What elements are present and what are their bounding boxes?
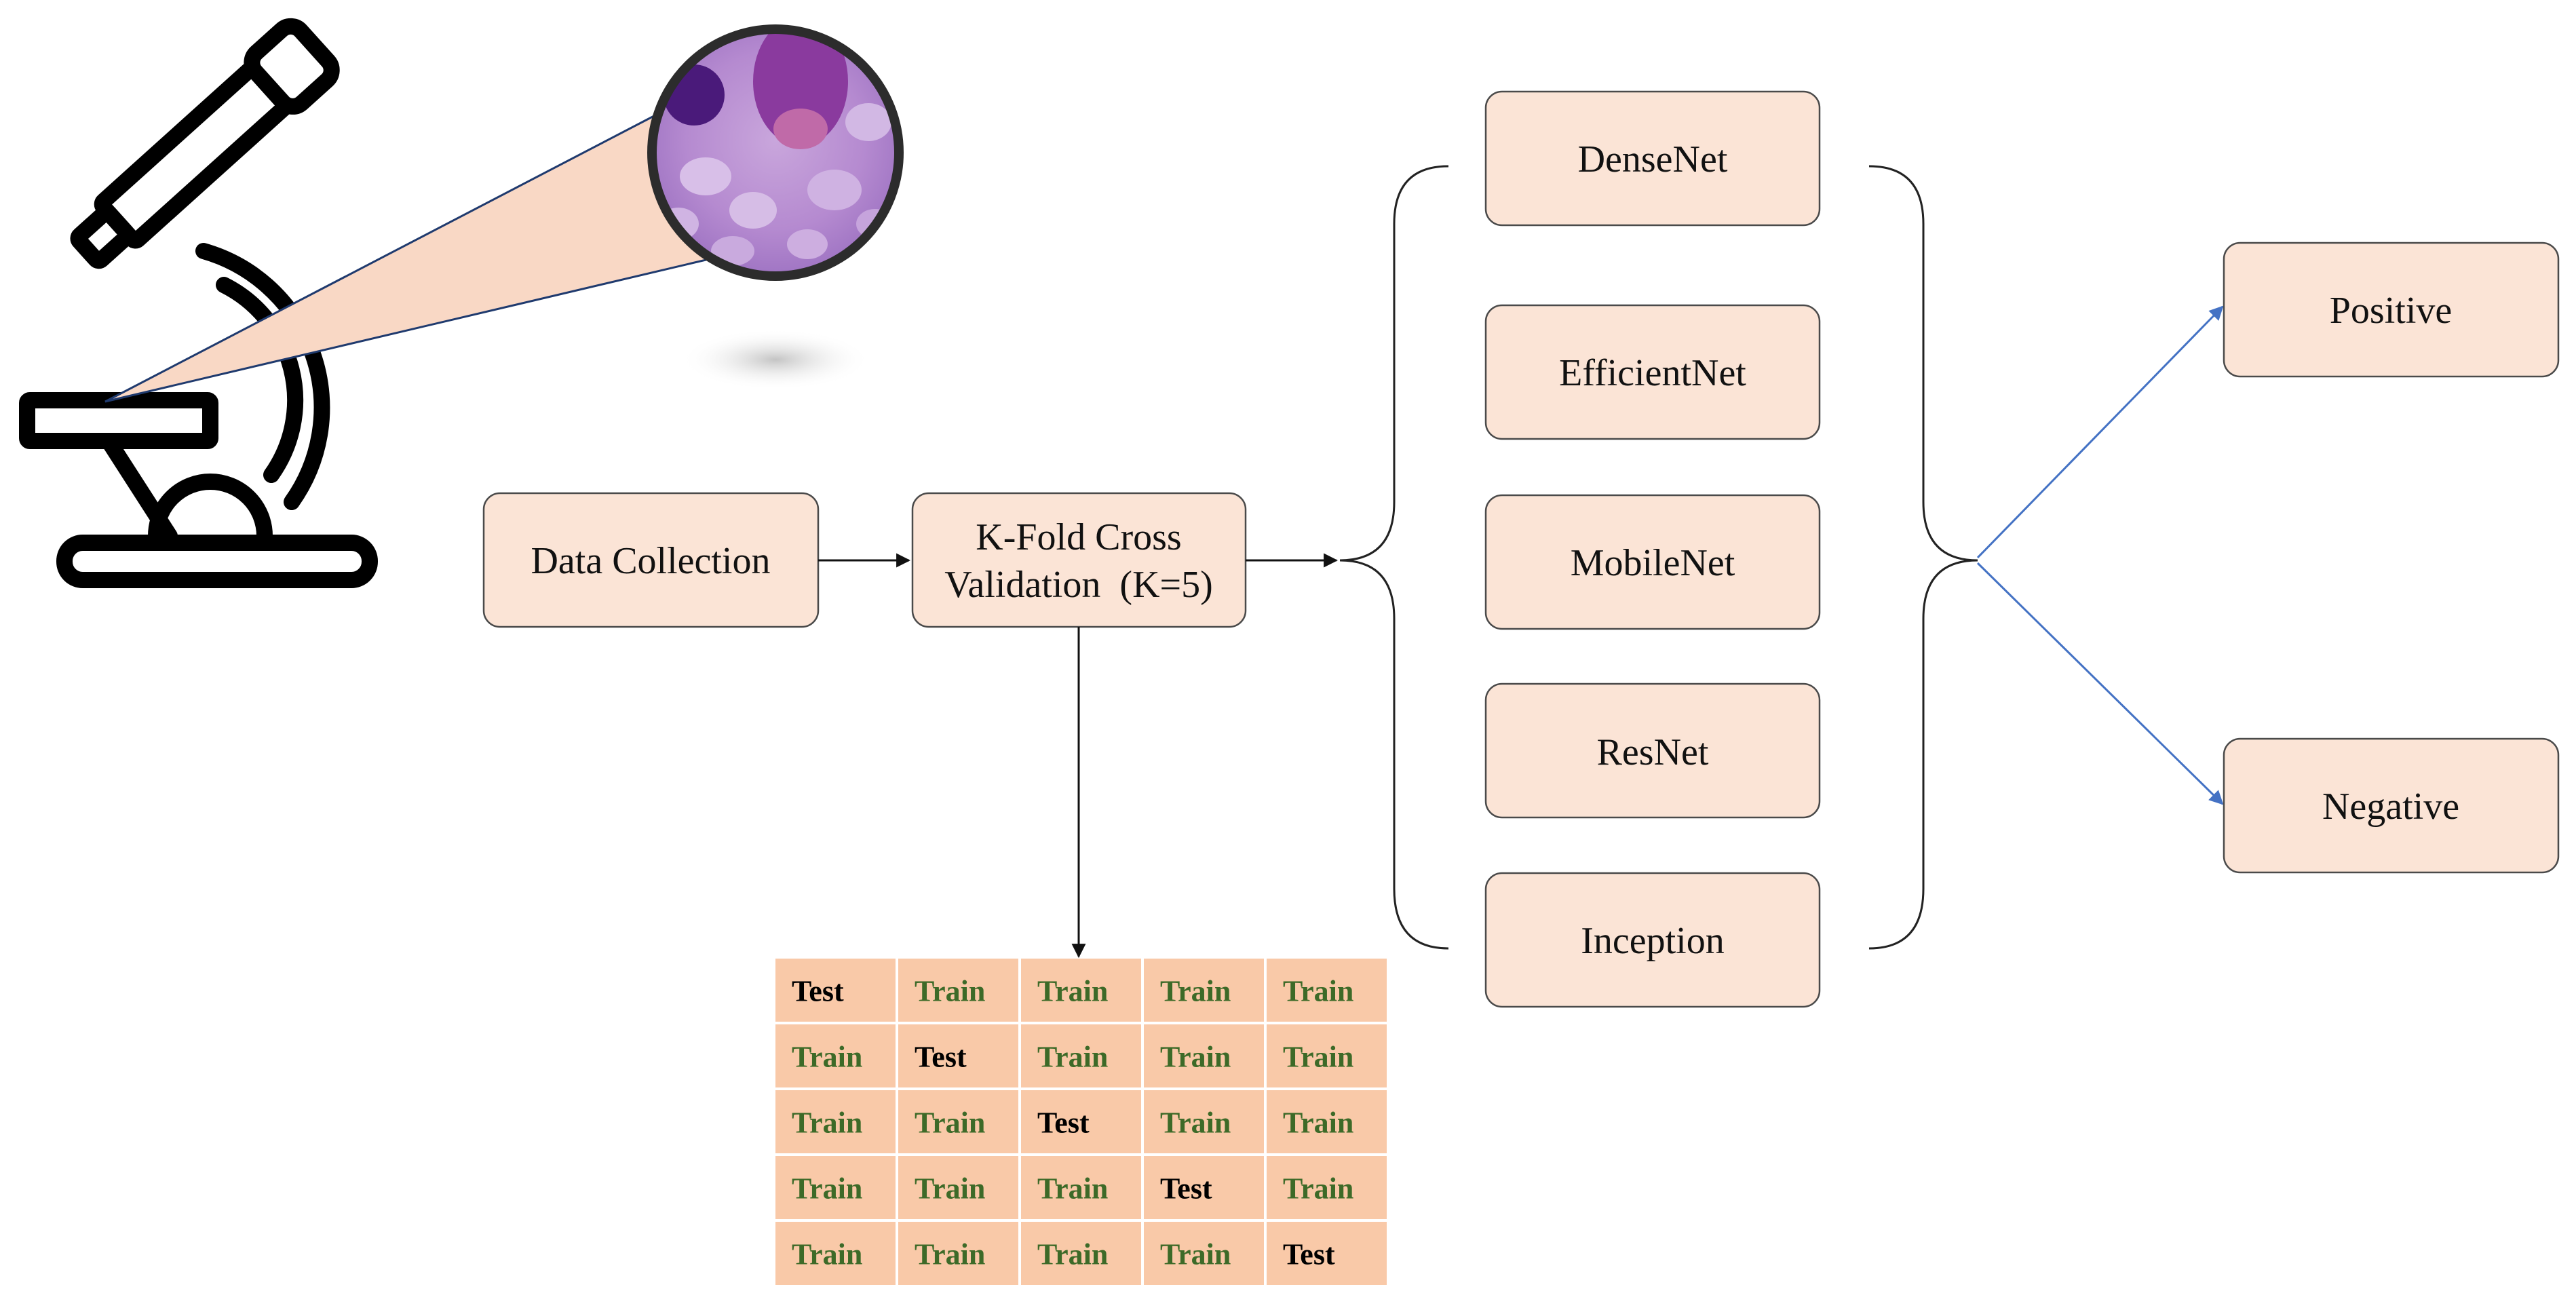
fold-cell — [775, 1024, 896, 1087]
model-label-resnet: ResNet — [1597, 731, 1709, 773]
fold-cell — [1267, 1024, 1387, 1087]
fold-cell — [1144, 1222, 1264, 1285]
data-collection-label: Data Collection — [531, 540, 770, 582]
fold-cell — [1144, 1024, 1264, 1087]
fold-cell — [1144, 1156, 1264, 1219]
fold-row: Train Train Train Train Test — [775, 1222, 1387, 1285]
fold-cell — [1267, 1222, 1387, 1285]
model-node-resnet: ResNet — [1484, 682, 1821, 819]
fold-cell — [775, 1090, 896, 1153]
model-label-mobilenet: MobileNet — [1571, 542, 1735, 584]
fold-cell-test-label: Test — [1160, 1172, 1212, 1206]
models-right-brace — [1868, 165, 1978, 950]
fold-cell-train-label: Train — [1160, 975, 1231, 1008]
fold-cell — [775, 959, 896, 1022]
fold-cell — [1267, 1090, 1387, 1153]
fold-cell-test-label: Test — [792, 975, 844, 1008]
fold-cell-train-label: Train — [792, 1041, 862, 1074]
fold-row: Test Train Train Train Train — [775, 959, 1387, 1022]
arrow-to-positive — [1976, 305, 2224, 559]
fold-cell-train-label: Train — [915, 1172, 985, 1206]
model-node-inception: Inception — [1484, 872, 1821, 1008]
models-left-brace — [1339, 165, 1449, 950]
fold-cell-train-label: Train — [1283, 1106, 1353, 1140]
output-label-positive: Positive — [2330, 290, 2452, 332]
fold-cell — [1021, 1222, 1141, 1285]
fold-cell-train-label: Train — [1037, 1238, 1108, 1271]
fold-cell-train-label: Train — [792, 1172, 862, 1206]
fold-row: Train Test Train Train Train — [775, 1024, 1387, 1087]
fold-cell-train-label: Train — [792, 1106, 862, 1140]
fold-cell — [898, 1222, 1018, 1285]
fold-cell-train-label: Train — [792, 1238, 862, 1271]
blood-smear-magnified-icon — [647, 24, 904, 390]
fold-cell-train-label: Train — [1283, 975, 1353, 1008]
model-node-efficientnet: EfficientNet — [1484, 304, 1821, 440]
fold-cell-train-label: Train — [1160, 1238, 1231, 1271]
fold-cell-train-label: Train — [1283, 1172, 1353, 1206]
fold-cell-train-label: Train — [915, 1106, 985, 1140]
arrow-to-negative — [1976, 562, 2224, 805]
kfold-label-line1: K-Fold Cross — [976, 516, 1181, 558]
output-label-negative: Negative — [2322, 786, 2459, 828]
fold-cell — [1267, 1156, 1387, 1219]
output-node-negative: Negative — [2223, 737, 2560, 874]
model-node-densenet: DenseNet — [1484, 90, 1821, 227]
kfold-label-line2: Validation (K=5) — [944, 564, 1213, 606]
fold-row: Train Train Train Test Train — [775, 1156, 1387, 1219]
fold-cell-train-label: Train — [1160, 1041, 1231, 1074]
fold-cell — [775, 1156, 896, 1219]
fold-cell — [898, 959, 1018, 1022]
fold-cell — [898, 1156, 1018, 1219]
fold-cell — [898, 1090, 1018, 1153]
fold-cell — [1021, 1156, 1141, 1219]
fold-cell — [1021, 1024, 1141, 1087]
fold-cell — [1021, 1090, 1141, 1153]
fold-cell-train-label: Train — [915, 975, 985, 1008]
output-node-positive: Positive — [2223, 242, 2560, 378]
model-label-efficientnet: EfficientNet — [1559, 352, 1746, 394]
fold-cell-test-label: Test — [1037, 1106, 1090, 1140]
magnification-beam — [104, 107, 710, 403]
model-node-mobilenet: MobileNet — [1484, 494, 1821, 630]
fold-cell-train-label: Train — [1037, 1172, 1108, 1206]
model-label-inception: Inception — [1581, 920, 1724, 962]
fold-cell — [1021, 959, 1141, 1022]
fold-cell — [1144, 959, 1264, 1022]
fold-cell-test-label: Test — [915, 1041, 967, 1074]
model-label-densenet: DenseNet — [1578, 138, 1728, 180]
fold-cell — [898, 1024, 1018, 1087]
fold-cell-train-label: Train — [1283, 1041, 1353, 1074]
fold-cell-train-label: Train — [915, 1238, 985, 1271]
data-collection-node: Data Collection — [482, 492, 820, 628]
kfold-node: K-Fold Cross Validation (K=5) — [911, 492, 1247, 628]
fold-cell-train-label: Train — [1037, 975, 1108, 1008]
fold-row: Train Train Test Train Train — [775, 1090, 1387, 1153]
fold-cell-test-label: Test — [1283, 1238, 1335, 1271]
fold-cell-train-label: Train — [1037, 1041, 1108, 1074]
fold-cell — [775, 1222, 896, 1285]
fold-cell-train-label: Train — [1160, 1106, 1231, 1140]
base-dot — [212, 572, 229, 588]
fold-cell — [1144, 1090, 1264, 1153]
fold-cell — [1267, 959, 1387, 1022]
